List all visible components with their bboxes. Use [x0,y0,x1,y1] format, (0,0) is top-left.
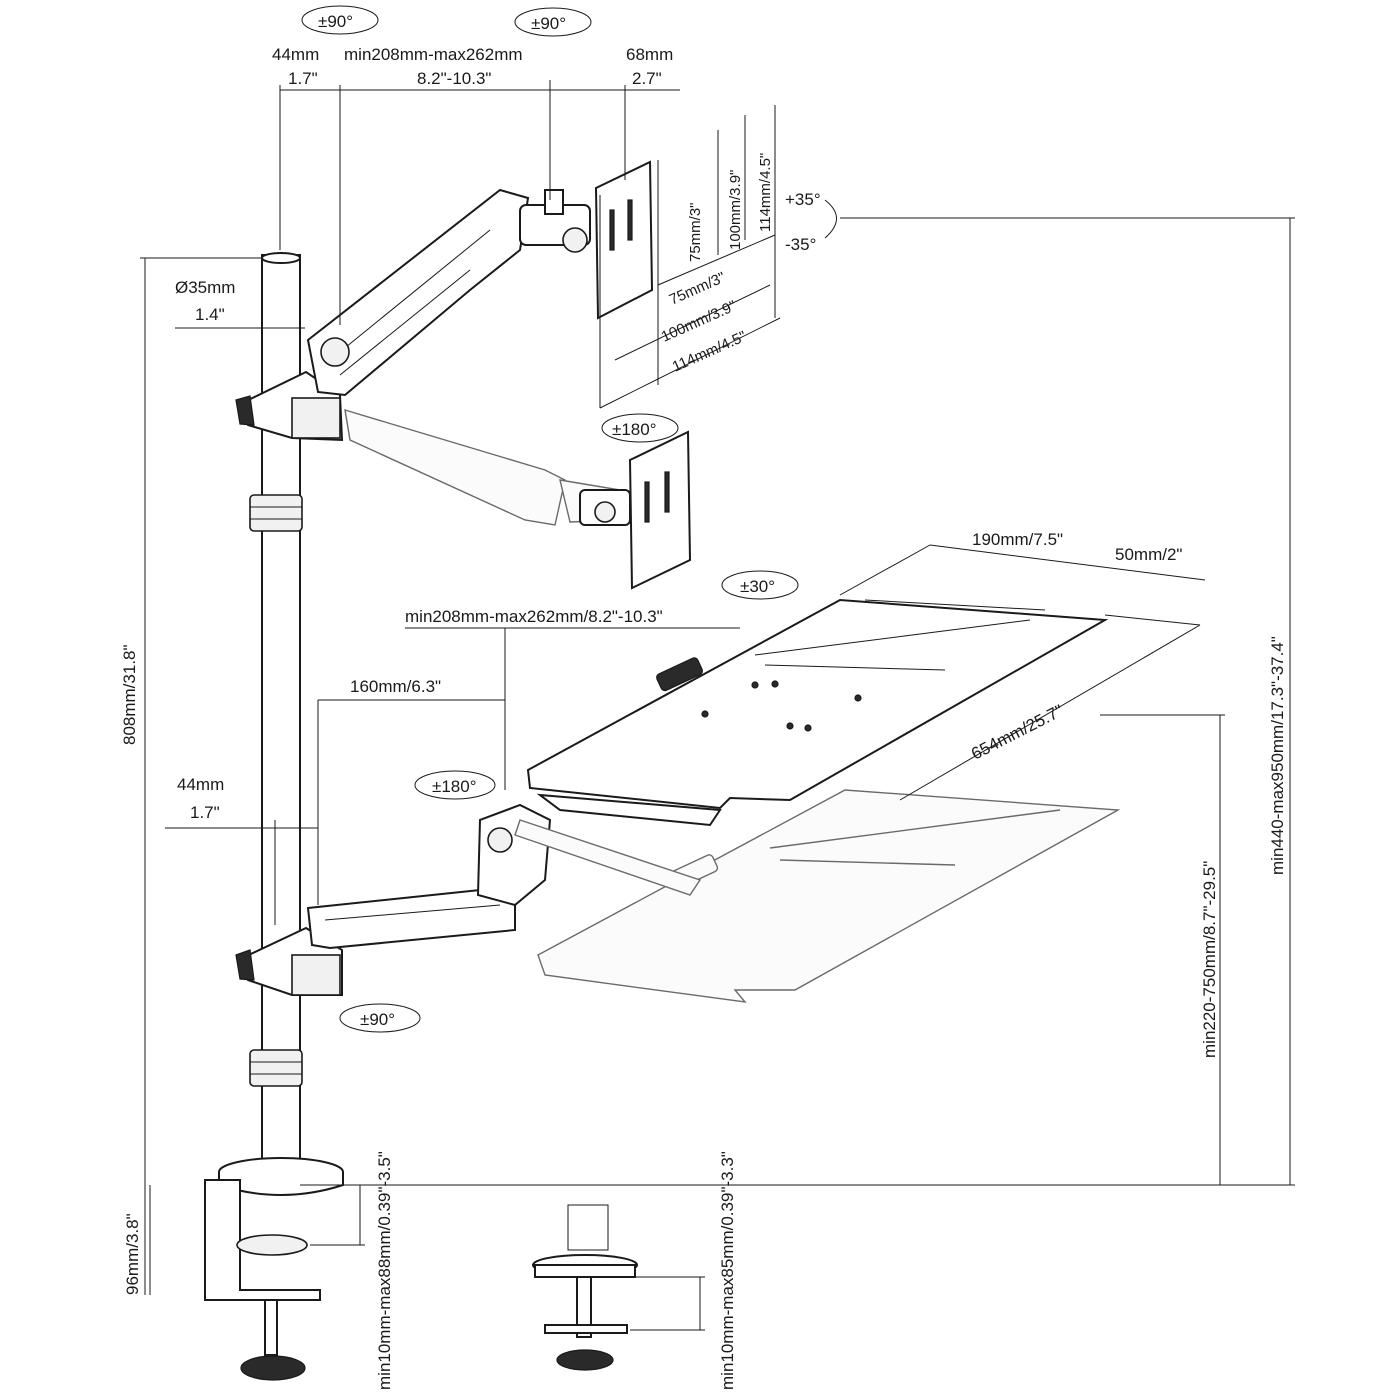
label-pole-diam-in: 1.4" [195,305,225,324]
label-68mm: 68mm [626,45,673,64]
label-44in-top: 1.7" [288,69,318,88]
label-vesa-v-100: 100mm/3.9" [727,170,744,250]
label-vesa-v-75: 75mm/3" [687,202,704,262]
label-tray-30: ±30° [740,577,775,596]
keyboard-tray [526,598,1109,827]
upper-tilt-head [519,189,591,253]
dimension-lines [140,80,1295,1331]
label-44in-low: 1.7" [190,803,220,822]
label-grommet-range: min10mm-max85mm/0.39"-3.3" [718,1151,737,1390]
label-pole-diam-mm: Ø35mm [175,278,235,297]
desk-clamp [204,1179,321,1381]
label-rot-180-top: ±180° [612,420,657,439]
pole-collar-lower [249,1049,303,1087]
label-rot-180-tray: ±180° [432,777,477,796]
vesa-frame-lines [599,105,781,409]
keyboard-tray-ghost [514,789,1121,1003]
desk-base-plate [218,1157,344,1196]
upper-arm-gas-spring [306,188,530,397]
pole-collar-upper [249,494,303,532]
lower-arm-riser [476,803,552,907]
label-tray-50: 50mm/2" [1115,545,1182,564]
label-arm-in-top: 8.2"-10.3" [417,69,491,88]
label-tray-arm: min208mm-max262mm/8.2"-10.3" [405,607,663,626]
label-tray-190: 190mm/7.5" [972,530,1063,549]
label-68in: 2.7" [632,69,662,88]
lower-arm-horizontal [306,888,516,950]
label-tray-654: 654mm/25.7" [968,701,1066,764]
label-rot-top-mid: ±90° [531,14,566,33]
label-44mm-low: 44mm [177,775,224,794]
label-tilt-minus: -35° [785,235,816,254]
label-vesa-v-114: 114mm/4.5" [757,153,774,232]
label-44mm-top: 44mm [272,45,319,64]
label-tilt-plus: +35° [785,190,821,209]
label-pole-height: 808mm/31.8" [120,644,139,745]
label-rot-90-low: ±90° [360,1010,395,1029]
label-clamp-96: 96mm/3.8" [123,1213,142,1295]
grommet-base [532,1204,638,1371]
label-rot-top-left: ±90° [318,12,353,31]
label-total-height: min440-max950mm/17.3"-37.4" [1268,636,1287,875]
upper-vesa-plate [594,160,654,320]
label-clamp-range: min10mm-max88mm/0.39"-3.5" [375,1151,394,1390]
upper-arm-joint [235,370,344,442]
label-arm-mm-top: min208mm-max262mm [344,45,523,64]
rotation-markers [301,5,837,1033]
lower-vesa-plate-ghost [579,430,692,590]
label-tray-160: 160mm/6.3" [350,677,441,696]
label-tray-height: min220-750mm/8.7"-29.5" [1200,861,1219,1058]
